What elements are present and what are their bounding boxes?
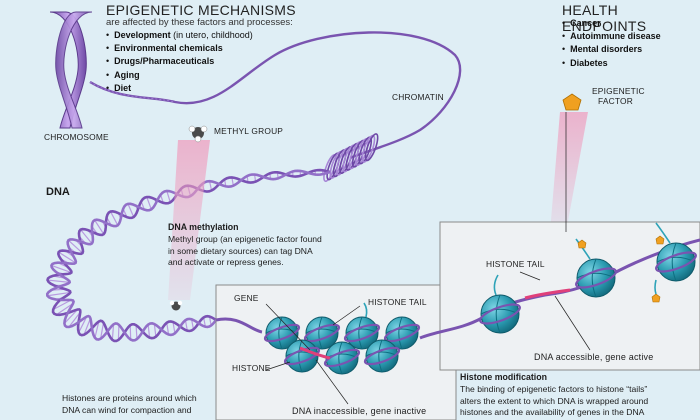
list-item: Diet [106,82,253,95]
list-item: Development (in utero, childhood) [106,29,253,42]
list-item: Autoimmune disease [562,30,661,43]
leader-lines [265,112,591,405]
dna-double-helix [45,168,331,343]
dna-accessible-label: DNA accessible, gene active [534,352,654,362]
chromosome [49,11,93,129]
gene-label: GENE [234,293,259,303]
dna-inaccessible-label: DNA inaccessible, gene inactive [292,406,427,416]
histone-tail-label-right: HISTONE TAIL [486,259,545,269]
dna-methylation-text: DNA methylation Methyl group (an epigene… [168,222,368,269]
health-endpoint-list: Cancer Autoimmune disease Mental disorde… [562,17,661,70]
histone-note-text: Histones are proteins around which DNA c… [62,393,197,415]
histone-modification-title: Histone modification [460,372,547,382]
chromatin-coil [323,133,379,183]
chromatin-label: CHROMATIN [392,92,444,102]
nucleosome-cluster-compact [263,302,421,375]
chromatin-fiber-thin [89,31,462,160]
methyl-on-dna-icon [169,300,183,311]
gene-highlight-left [299,346,331,360]
histone-tail-label-left: HISTONE TAIL [368,297,427,307]
histone-label: HISTONE [232,363,271,373]
histone-modification-text: Histone modification The binding of epig… [460,372,700,419]
list-item: Diabetes [562,57,661,70]
gene-highlight-right [524,288,571,300]
epigenetic-factor-icon [562,93,582,111]
dna-label: DNA [46,186,70,198]
list-item: Drugs/Pharmaceuticals [106,55,253,68]
list-item: Aging [106,69,253,82]
methyl-group-icon [188,125,208,143]
epigenetic-factor-beam [550,112,588,232]
methyl-group-label: METHYL GROUP [214,126,284,136]
nucleosome-cluster-open [479,222,697,334]
dna-methylation-title: DNA methylation [168,222,239,232]
list-item: Environmental chemicals [106,42,253,55]
epigenetic-factor-list: Development (in utero, childhood) Enviro… [106,29,253,95]
epigenetic-factor-label-1: EPIGENETIC [592,86,645,96]
methyl-beam [168,140,210,300]
epigenetic-factor-label-2: FACTOR [598,96,634,106]
list-item: Mental disorders [562,43,661,56]
list-item: Cancer [562,17,661,30]
epigenetic-mechanisms-title: EPIGENETIC MECHANISMS [106,2,296,18]
epigenetic-mechanisms-subtitle: are affected by these factors and proces… [106,17,293,28]
chromosome-label: CHROMOSOME [44,132,109,142]
